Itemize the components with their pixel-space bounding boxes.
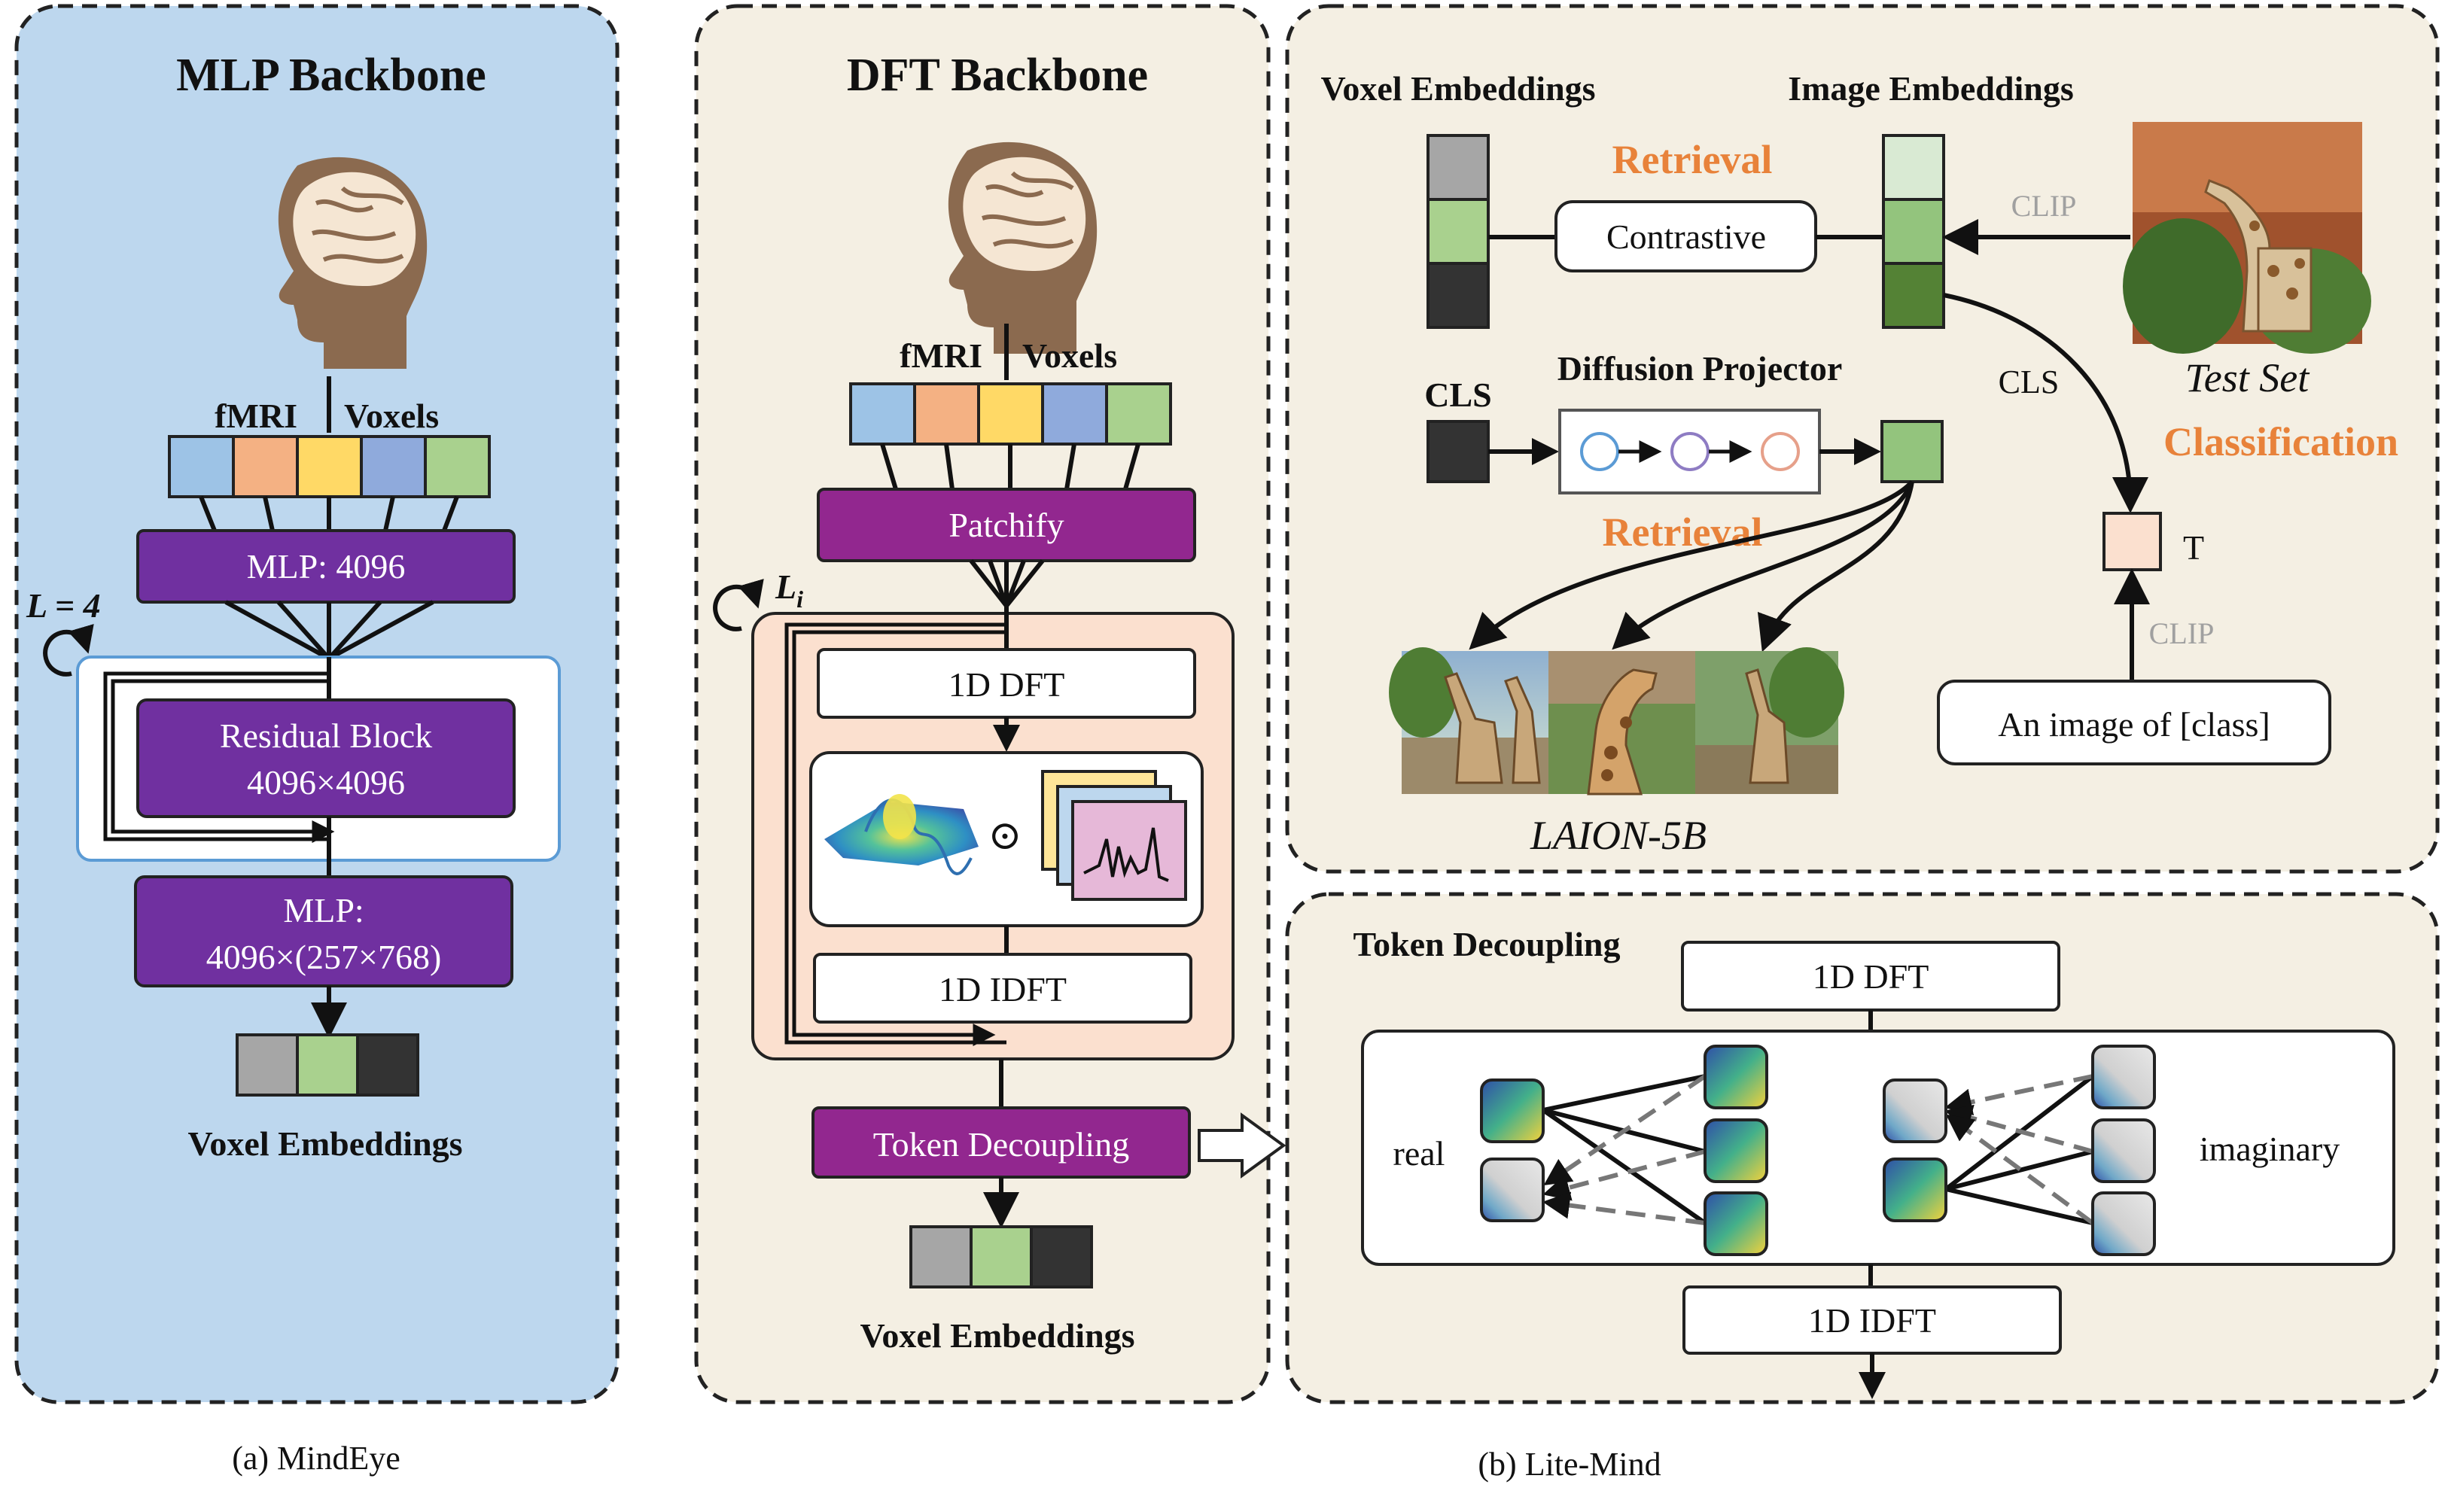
wave-surface-icon <box>824 794 979 875</box>
voxel-emb-label: Voxel Embeddings <box>1320 69 1595 108</box>
retrieval-panel: Voxel Embeddings Image Embeddings Retrie… <box>1285 4 2440 874</box>
dft-voxel-embeddings <box>909 1225 1093 1288</box>
head-brain-icon <box>948 141 1098 354</box>
dft-voxel-patches <box>849 382 1172 446</box>
loop-arrow-icon <box>713 579 764 631</box>
cls-arrow-label: CLS <box>1999 364 2060 400</box>
mindeye-voxel-embeddings <box>236 1033 419 1097</box>
dft-output-label: Voxel Embeddings <box>860 1316 1134 1355</box>
patchify-label: Patchify <box>948 506 1064 544</box>
dft-title: DFT Backbone <box>847 50 1148 101</box>
image-embedding-column <box>1882 134 1945 329</box>
mindeye-mlp1-label: MLP: 4096 <box>247 547 406 586</box>
mindeye-mlp2-box <box>134 875 513 987</box>
cls-label: CLS <box>1424 376 1491 414</box>
mindeye-residual-line2: 4096×4096 <box>247 763 405 802</box>
retrieval-top-label: Retrieval <box>1612 137 1773 182</box>
image-emb-label: Image Embeddings <box>1788 69 2074 108</box>
gradient-token-icon <box>2091 1191 2156 1256</box>
loop-arrow-icon <box>43 624 94 677</box>
lite-mind-caption: (b) Lite-Mind <box>1478 1446 1661 1483</box>
mindeye-fmri-label: fMRI <box>215 397 297 435</box>
hadamard-symbol: ⊙ <box>988 813 1022 858</box>
laion-giraffe-2 <box>1548 651 1695 796</box>
dft-voxels-label: Voxels <box>1022 336 1117 375</box>
voxel-embedding-column <box>1427 134 1490 329</box>
gradient-token-icon <box>1883 1078 1947 1143</box>
expand-arrow-icon <box>1198 1112 1286 1179</box>
dft-repeat-label: Li <box>775 567 803 613</box>
gradient-token-icon <box>1480 1158 1545 1222</box>
mindeye-caption: (a) MindEye <box>232 1440 400 1477</box>
token-decoupling-panel: Token Decoupling 1D DFT real imaginary <box>1285 892 2440 1404</box>
token-dft-label: 1D DFT <box>1813 957 1929 996</box>
token-idft-label: 1D IDFT <box>1808 1301 1936 1340</box>
gradient-token-icon <box>1704 1191 1768 1256</box>
mindeye-mlp2-line2: 4096×(257×768) <box>206 938 442 976</box>
laion-giraffe-3 <box>1695 647 1844 794</box>
cls-token <box>1427 420 1490 483</box>
mindeye-panel: MLP Backbone fMRI Voxels MLP: 4096 <box>14 4 620 1404</box>
signal-stack-icon <box>1041 770 1187 901</box>
mindeye-residual-line1: Residual Block <box>220 716 432 755</box>
head-brain-icon <box>278 157 428 370</box>
gradient-token-icon <box>1883 1158 1947 1222</box>
clip-top-label: CLIP <box>2011 189 2077 223</box>
class-prompt-box <box>1937 680 2331 765</box>
test-set-label: Test Set <box>2185 355 2311 400</box>
mindeye-mlp2-line1: MLP: <box>283 891 364 929</box>
retrieval-mid-label: Retrieval <box>1603 510 1763 555</box>
mindeye-title: MLP Backbone <box>176 50 486 101</box>
real-token-graph <box>1480 1045 1768 1256</box>
gradient-token-icon <box>2091 1118 2156 1183</box>
gradient-token-icon <box>1480 1078 1545 1143</box>
t-label: T <box>2183 528 2204 567</box>
idft-label: 1D IDFT <box>939 970 1067 1009</box>
gradient-token-icon <box>2091 1045 2156 1109</box>
class-prompt-text: An image of [class] <box>1998 705 2270 744</box>
mindeye-voxel-patches <box>168 435 491 498</box>
gradient-token-icon <box>1704 1045 1768 1109</box>
contrastive-label: Contrastive <box>1606 218 1766 256</box>
projected-cls-token <box>1880 420 1944 483</box>
real-label: real <box>1393 1134 1445 1173</box>
text-token-t <box>2102 512 2162 571</box>
mindeye-repeat-label: L = 4 <box>26 586 101 625</box>
dft-fmri-label: fMRI <box>900 336 982 375</box>
imaginary-label: imaginary <box>2200 1130 2340 1168</box>
dft-label: 1D DFT <box>948 665 1065 704</box>
gradient-token-icon <box>1704 1118 1768 1183</box>
classification-label: Classification <box>2163 419 2398 464</box>
mindeye-residual-block <box>136 698 516 818</box>
clip-bottom-label: CLIP <box>2149 616 2215 650</box>
mindeye-output-label: Voxel Embeddings <box>187 1124 462 1163</box>
token-panel-title: Token Decoupling <box>1353 925 1621 963</box>
diffusion-projector-label: Diffusion Projector <box>1557 349 1843 388</box>
giraffe-photo <box>2123 122 2371 354</box>
mindeye-voxels-label: Voxels <box>344 397 439 435</box>
laion-giraffe-1 <box>1389 647 1548 794</box>
dft-backbone-panel: DFT Backbone fMRI Voxels Patchify <box>694 4 1286 1404</box>
mindeye-mlp1-box <box>136 529 516 604</box>
idft-box <box>813 953 1192 1024</box>
imaginary-token-graph <box>1883 1045 2156 1256</box>
token-decoupling-label: Token Decoupling <box>873 1125 1129 1164</box>
laion-label: LAION-5B <box>1530 813 1707 858</box>
